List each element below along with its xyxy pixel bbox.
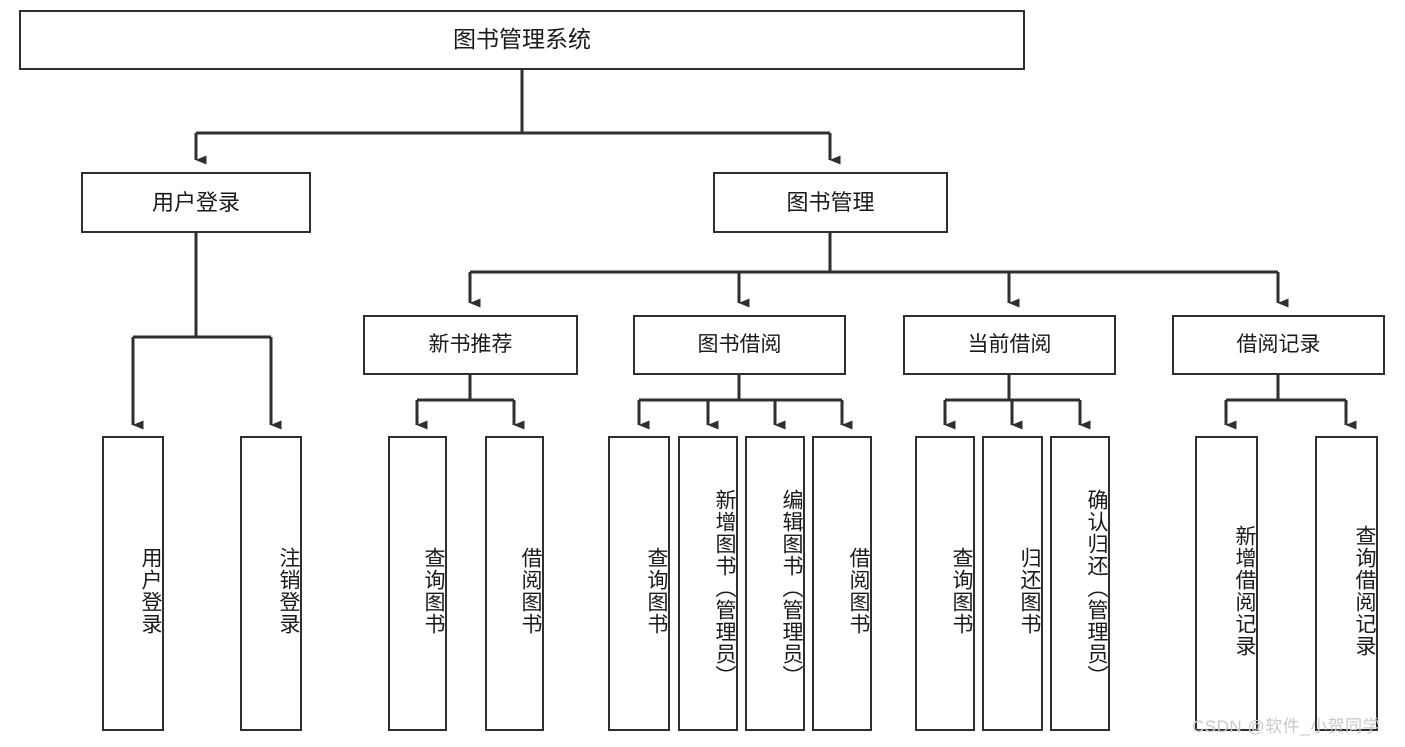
leaf-return-book[interactable]: 归还图书 <box>982 436 1043 731</box>
node-user-login[interactable]: 用户登录 <box>81 172 311 233</box>
leaf-query-book-current[interactable]: 查询图书 <box>915 436 975 731</box>
leaf-edit-book-admin[interactable]: 编辑图书（管理员） <box>745 436 805 731</box>
leaf-query-book-recommend[interactable]: 查询图书 <box>388 436 447 731</box>
leaf-borrow-book-recommend[interactable]: 借阅图书 <box>485 436 544 731</box>
leaf-user-login[interactable]: 用户登录 <box>102 436 164 731</box>
leaf-query-borrow-record[interactable]: 查询借阅记录 <box>1315 436 1378 731</box>
node-borrow-record[interactable]: 借阅记录 <box>1172 315 1385 375</box>
leaf-add-book-admin[interactable]: 新增图书（管理员） <box>678 436 738 731</box>
csdn-watermark: CSDN @软件_小贺同学 <box>1192 717 1381 736</box>
node-new-book-recommend[interactable]: 新书推荐 <box>363 315 578 375</box>
node-current-borrow[interactable]: 当前借阅 <box>903 315 1116 375</box>
leaf-add-borrow-record[interactable]: 新增借阅记录 <box>1195 436 1258 731</box>
leaf-logout-login[interactable]: 注销登录 <box>240 436 302 731</box>
leaf-query-book-borrow[interactable]: 查询图书 <box>608 436 670 731</box>
leaf-borrow-book[interactable]: 借阅图书 <box>812 436 872 731</box>
leaf-confirm-return-admin[interactable]: 确认归还（管理员） <box>1050 436 1110 731</box>
node-book-borrow[interactable]: 图书借阅 <box>633 315 846 375</box>
node-root-system[interactable]: 图书管理系统 <box>19 10 1025 70</box>
node-book-management[interactable]: 图书管理 <box>713 172 948 233</box>
